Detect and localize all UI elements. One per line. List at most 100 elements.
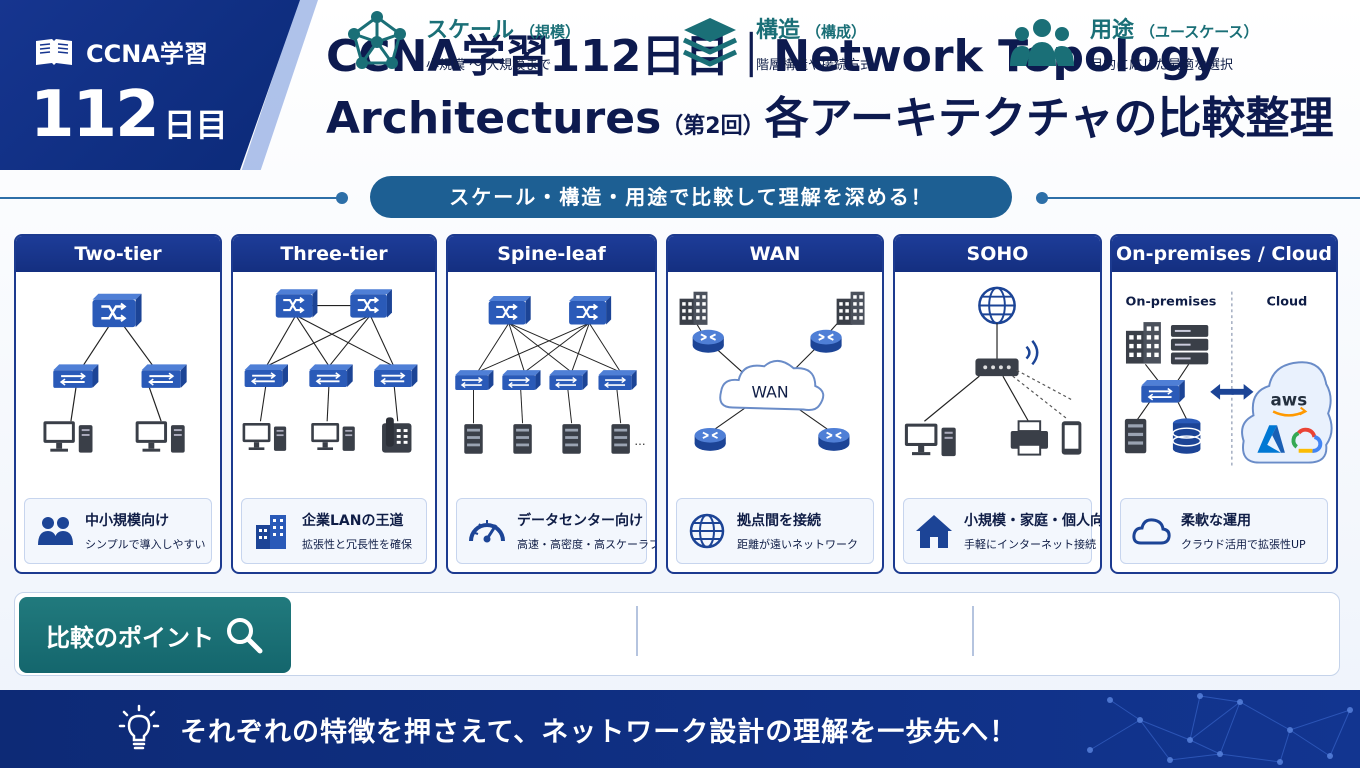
server-icon xyxy=(464,424,483,454)
smartphone-icon xyxy=(1061,421,1082,455)
divider xyxy=(636,606,638,656)
branch-building-icon xyxy=(836,291,865,325)
server-rack-icon xyxy=(1170,325,1209,365)
pc-icon xyxy=(904,423,956,457)
footer-message: それぞれの特徴を押さえて、ネットワーク設計の理解を一歩先へ！ xyxy=(180,717,1018,748)
title-line-2-small: （第2回） xyxy=(661,114,765,139)
card-title: WAN xyxy=(668,236,882,272)
card-wan: WAN WAN 拠点間を接続 距離が遠いネットワーク xyxy=(666,234,884,574)
point-title-main: スケール xyxy=(426,17,515,43)
title-line-2: Architectures（第2回）各アーキテクチャの比較整理 xyxy=(326,88,1346,158)
subtitle-rule-left xyxy=(0,197,340,199)
server-icon xyxy=(562,424,581,454)
people-icon xyxy=(38,517,73,545)
point-description: 小規模 ～ 大規模まで xyxy=(426,57,552,73)
core-switch-icon xyxy=(274,288,319,319)
wan-cloud-icon: WAN xyxy=(719,359,825,411)
network-pattern-decoration xyxy=(1087,693,1353,765)
card-summary: データセンター向け 高速・高密度・高スケーラブル xyxy=(456,498,655,564)
three-tier-diagram xyxy=(242,288,419,453)
globe-icon xyxy=(689,513,725,549)
card-sub-text: 高速・高密度・高スケーラブル xyxy=(517,538,657,551)
subtitle-dot-left xyxy=(336,192,348,204)
card-title: Two-tier xyxy=(16,236,220,272)
card-main-text: 中小規模向け xyxy=(85,513,169,529)
speedometer-icon xyxy=(469,520,505,543)
card-main-text: 小規模・家庭・個人向け xyxy=(964,513,1100,529)
router-icon xyxy=(691,328,725,354)
router-icon xyxy=(809,328,843,354)
card-soho: SOHO xyxy=(893,234,1102,574)
point-title-main: 用途 xyxy=(1090,17,1135,43)
switch-icon xyxy=(1140,379,1186,404)
on-premises-label: On-premises xyxy=(1126,294,1217,309)
card-summary: 企業LANの王道 拡張性と冗長性を確保 xyxy=(241,498,427,564)
comparison-points-button[interactable]: 比較のポイント xyxy=(19,597,291,673)
access-switch-icon xyxy=(308,363,354,388)
router-icon xyxy=(817,427,851,452)
access-switch-icon xyxy=(140,363,188,389)
card-on-premises-cloud: On-premises / Cloud On-premises Cloud xyxy=(1110,234,1338,574)
card-sub-text: クラウド活用で拡張性UP xyxy=(1181,538,1306,551)
card-summary: 柔軟な運用 クラウド活用で拡張性UP xyxy=(1120,498,1328,564)
subtitle-dot-right xyxy=(1036,192,1048,204)
on-premises-cloud-diagram: On-premises Cloud aws xyxy=(1124,291,1333,469)
pc-icon xyxy=(135,421,185,453)
network-nodes-icon xyxy=(348,11,406,69)
google-cloud-logo xyxy=(1291,427,1323,453)
leaf-switch-icon xyxy=(597,369,638,391)
server-icon xyxy=(1124,418,1147,454)
aws-logo-text: aws xyxy=(1271,390,1308,410)
point-title: 用途 （ユースケース） xyxy=(1090,12,1259,44)
leaf-switch-icon xyxy=(501,369,542,391)
divider xyxy=(972,606,974,656)
card-summary: 中小規模向け シンプルで導入しやすい xyxy=(24,498,212,564)
point-title: 構造（構成） xyxy=(756,12,873,44)
card-main-text: 柔軟な運用 xyxy=(1181,513,1251,529)
comparison-points-band: 比較のポイント xyxy=(14,592,1340,676)
server-icon xyxy=(513,424,532,454)
office-building-icon xyxy=(256,515,286,549)
wan-diagram: WAN xyxy=(679,291,865,452)
card-sub-text: 距離が遠いネットワーク xyxy=(737,538,858,551)
card-spine-leaf: Spine-leaf ... データセンター向け 高速・高密度・高スケーラブル xyxy=(446,234,657,574)
card-sub-text: 拡張性と冗長性を確保 xyxy=(302,538,412,551)
footer-banner: それぞれの特徴を押さえて、ネットワーク設計の理解を一歩先へ！ xyxy=(0,690,1360,768)
ip-phone-icon xyxy=(382,417,412,453)
wifi-icon xyxy=(1025,340,1039,366)
point-use-case: 用途 （ユースケース） 目的に応じた最適な選択 xyxy=(1010,10,1259,74)
cloud-label: Cloud xyxy=(1267,294,1308,309)
title-line-2-rest: 各アーキテクチャの比較整理 xyxy=(764,93,1334,144)
book-icon xyxy=(36,38,72,65)
soho-diagram xyxy=(904,286,1082,457)
card-main-text: 拠点間を接続 xyxy=(737,513,821,529)
ellipsis-label: ... xyxy=(634,434,645,448)
search-icon xyxy=(227,618,263,654)
card-summary: 拠点間を接続 距離が遠いネットワーク xyxy=(676,498,874,564)
printer-icon xyxy=(1010,420,1049,456)
core-switch-icon xyxy=(91,292,143,329)
point-title-small: （ユースケース） xyxy=(1140,22,1259,41)
leaf-switch-icon xyxy=(454,369,495,391)
access-switch-icon xyxy=(243,363,289,388)
badge-day-unit: 日目 xyxy=(163,106,228,144)
router-icon xyxy=(975,358,1019,377)
page-title: CCNA学習112日目｜Network Topology Architectur… xyxy=(326,26,1346,158)
cloud-outline-icon xyxy=(1132,518,1171,545)
point-scale: スケール（規模） 小規模 ～ 大規模まで xyxy=(344,10,580,74)
card-title: SOHO xyxy=(895,236,1100,272)
point-description: 階層構造や接続方式 xyxy=(756,57,874,73)
point-description: 目的に応じた最適な選択 xyxy=(1090,57,1234,73)
card-summary: 小規模・家庭・個人向け 手軽にインターネット接続 xyxy=(903,498,1100,564)
two-tier-diagram xyxy=(43,292,188,453)
subtitle-pill: スケール・構造・用途で比較して理解を深める！ xyxy=(370,176,1012,218)
spine-leaf-diagram: ... xyxy=(454,294,646,454)
house-icon xyxy=(916,515,952,548)
sync-arrows-icon xyxy=(1210,383,1254,400)
layers-icon xyxy=(682,18,738,67)
server-icon xyxy=(611,424,630,454)
card-title: Three-tier xyxy=(233,236,435,272)
azure-logo xyxy=(1257,425,1285,453)
badge-top-row: CCNA学習 xyxy=(34,34,208,69)
